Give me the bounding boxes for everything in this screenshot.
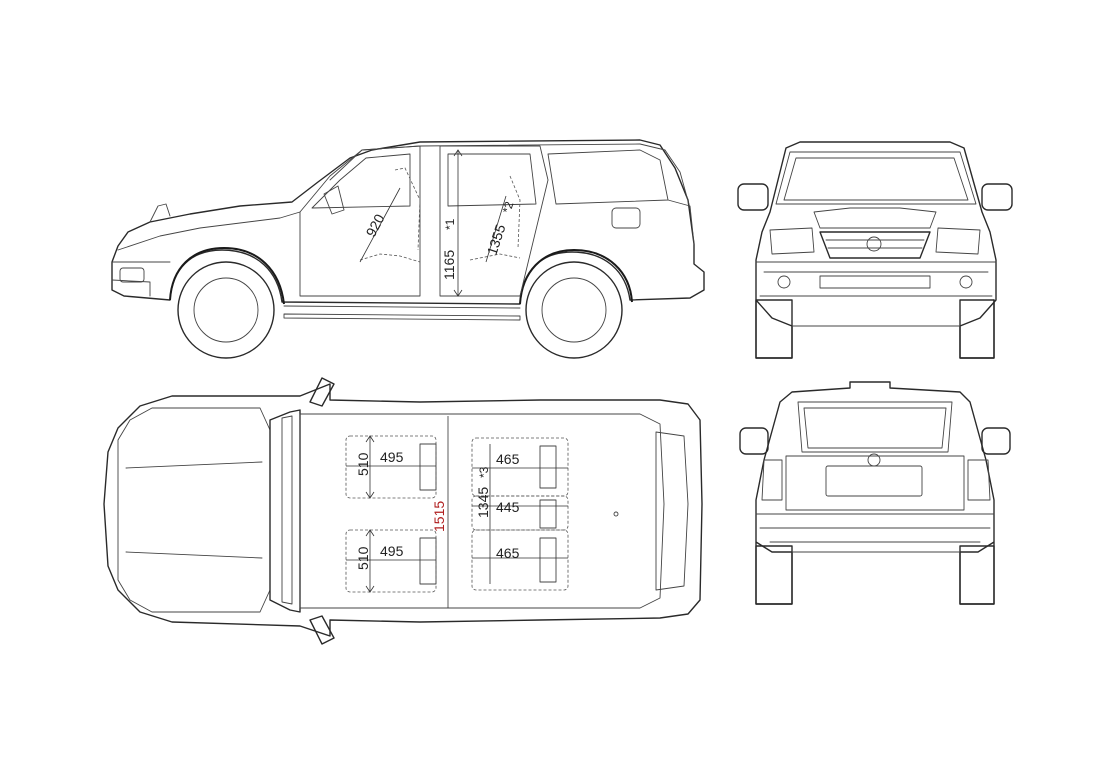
seat-rear-center <box>471 495 569 531</box>
side-body-outline <box>111 139 705 305</box>
front-view <box>737 141 1013 359</box>
front-grille <box>819 231 931 259</box>
rear-wheel <box>525 261 623 359</box>
dim-rear-length: 1345 <box>475 487 491 518</box>
dim-interior-height-mark: *1 <box>443 218 457 230</box>
rear-left-mirror <box>739 427 769 455</box>
front-right-mirror <box>981 183 1013 211</box>
top-body-outline <box>103 383 703 637</box>
dim-front-seat-width-left: 495 <box>380 449 404 465</box>
dim-rear-center-width: 445 <box>496 499 520 515</box>
side-view: 920 1165 *1 1355 *2 <box>111 139 705 359</box>
top-left-mirror <box>309 377 335 407</box>
rear-door <box>439 145 549 297</box>
seat-rear-right <box>471 529 569 591</box>
front-wheel <box>177 261 275 359</box>
dim-rear-length-mark: *3 <box>477 466 491 478</box>
top-view: 510 495 510 495 1515 465 1345 *3 445 465 <box>103 377 703 645</box>
dim-rear-seat-width-left: 465 <box>496 451 520 467</box>
dim-rear-diag-mark: *2 <box>500 200 517 215</box>
dim-front-seat-depth-left: 510 <box>355 452 371 476</box>
rear-view <box>739 381 1011 605</box>
front-left-headlight <box>769 227 815 255</box>
rear-right-mirror <box>981 427 1011 455</box>
dim-interior-height: 1165 <box>441 250 457 280</box>
dim-cabin-width: 1515 <box>431 501 447 532</box>
dim-seat-diag: 920 <box>363 211 388 239</box>
dim-rear-diag: 1355 <box>484 222 509 257</box>
dim-rear-seat-width-right: 465 <box>496 545 520 561</box>
dim-front-seat-depth-right: 510 <box>355 546 371 570</box>
dim-front-seat-width-right: 495 <box>380 543 404 559</box>
side-mirror <box>323 185 345 215</box>
top-right-mirror <box>309 615 335 645</box>
front-right-headlight <box>935 227 981 255</box>
front-door <box>299 145 421 297</box>
front-left-mirror <box>737 183 769 211</box>
license-plate <box>825 465 923 497</box>
